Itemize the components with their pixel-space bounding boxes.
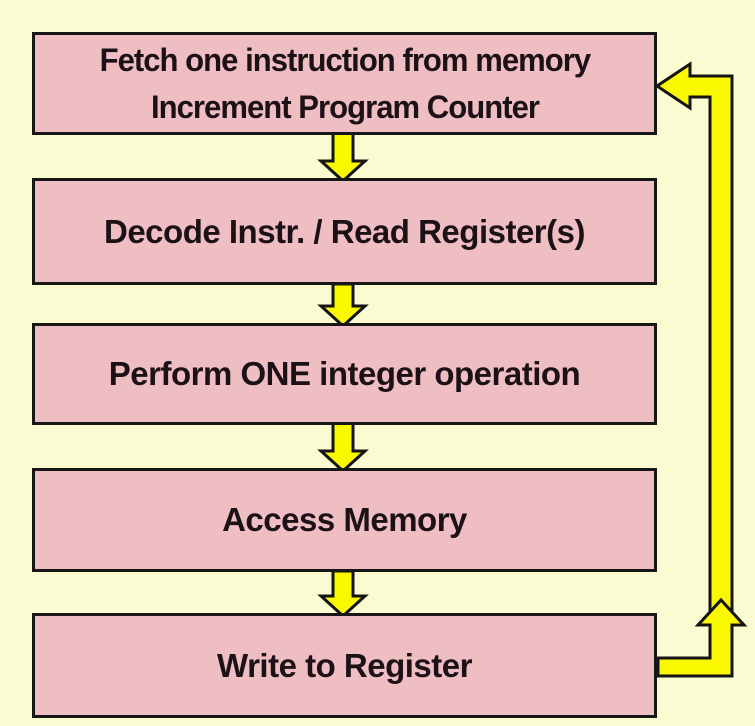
node-fetch-label-line2: Increment Program Counter (150, 88, 540, 125)
flow-node-decode: Decode Instr. / Read Register(s) (32, 178, 657, 285)
flow-node-writeback: Write to Register (32, 613, 657, 718)
node-execute-label: Perform ONE integer operation (108, 355, 581, 392)
flow-node-execute: Perform ONE integer operation (32, 323, 657, 425)
down-arrow-decode-to-execute (317, 282, 369, 329)
feedback-arrow-from-writeback (656, 597, 748, 678)
down-arrow-execute-to-memory (317, 421, 369, 474)
node-fetch-label-line1: Fetch one instruction from memory (99, 41, 591, 78)
node-decode-label: Decode Instr. / Read Register(s) (104, 212, 585, 250)
down-arrow-fetch-to-decode (317, 131, 369, 184)
flow-node-fetch: Fetch one instruction from memory Increm… (32, 32, 657, 135)
feedback-arrow-to-fetch (654, 61, 734, 620)
node-access-memory-label: Access Memory (222, 501, 467, 538)
node-writeback-label: Write to Register (217, 646, 472, 684)
down-arrow-memory-to-writeback (317, 569, 369, 619)
flow-node-access-memory: Access Memory (32, 468, 657, 572)
